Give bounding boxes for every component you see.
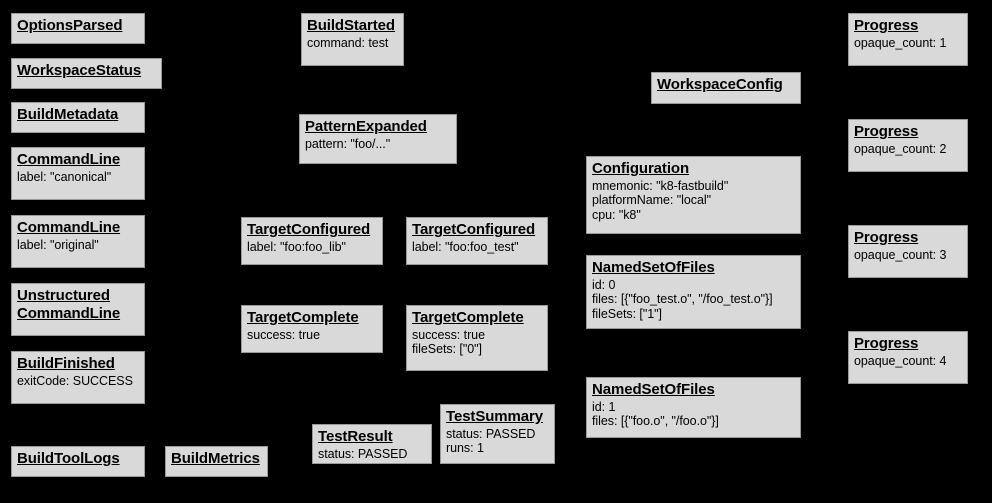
node-field: label: "canonical": [17, 169, 112, 184]
node-fields: exitCode: SUCCESS: [17, 374, 139, 389]
node-title: Configuration: [592, 160, 690, 177]
node-field: files: [{"foo.o", "/foo.o"}]: [592, 414, 719, 429]
node-field: platformName: "local": [592, 193, 711, 208]
node-title: PatternExpanded: [305, 118, 427, 135]
graph-node-unstructured-command-line[interactable]: Unstructured CommandLine: [11, 283, 145, 336]
node-fields: status: PASSED: [318, 447, 426, 462]
node-title: BuildToolLogs: [17, 450, 120, 467]
node-field: id: 0: [592, 277, 616, 292]
node-fields: label: "canonical": [17, 170, 139, 185]
node-title: WorkspaceConfig: [657, 76, 783, 93]
graph-node-build-metrics[interactable]: BuildMetrics: [165, 446, 268, 477]
node-field: status: PASSED: [446, 426, 536, 441]
node-title: TestSummary: [446, 408, 543, 425]
node-fields: success: true: [247, 328, 377, 343]
node-title: BuildFinished: [17, 355, 115, 372]
node-field: command: test: [307, 35, 389, 50]
node-title: BuildStarted: [307, 17, 395, 34]
graph-node-build-metadata[interactable]: BuildMetadata: [11, 102, 145, 133]
graph-node-workspace-status[interactable]: WorkspaceStatus: [11, 58, 162, 89]
node-title: WorkspaceStatus: [17, 62, 142, 79]
node-fields: pattern: "foo/...": [305, 137, 451, 152]
node-title: Progress: [854, 335, 919, 352]
node-fields: mnemonic: "k8-fastbuild"platformName: "l…: [592, 179, 795, 223]
node-fields: label: "original": [17, 238, 139, 253]
node-fields: opaque_count: 3: [854, 248, 962, 263]
node-field: label: "foo:foo_lib": [247, 239, 346, 254]
node-title: TargetComplete: [247, 309, 359, 326]
node-field: opaque_count: 4: [854, 353, 947, 368]
node-title: TargetConfigured: [247, 221, 371, 238]
node-title: Unstructured CommandLine: [17, 287, 121, 322]
node-fields: label: "foo:foo_lib": [247, 240, 377, 255]
node-title: Progress: [854, 123, 919, 140]
node-field: files: [{"foo_test.o", "/foo_test.o"}]: [592, 292, 773, 307]
node-field: success: true: [412, 327, 485, 342]
graph-node-workspace-config[interactable]: WorkspaceConfig: [651, 72, 801, 104]
node-field: mnemonic: "k8-fastbuild": [592, 178, 729, 193]
node-fields: opaque_count: 1: [854, 36, 962, 51]
node-field: opaque_count: 3: [854, 247, 947, 262]
node-field: status: PASSED: [318, 446, 408, 461]
node-field: id: 1: [592, 399, 616, 414]
node-fields: opaque_count: 2: [854, 142, 962, 157]
graph-node-build-tool-logs[interactable]: BuildToolLogs: [11, 446, 145, 477]
node-field: exitCode: SUCCESS: [17, 373, 133, 388]
node-title: TargetConfigured: [412, 221, 536, 238]
node-title: CommandLine: [17, 219, 121, 236]
node-field: pattern: "foo/...": [305, 136, 391, 151]
node-title: NamedSetOfFiles: [592, 259, 715, 276]
node-title: Progress: [854, 17, 919, 34]
node-field: opaque_count: 2: [854, 141, 947, 156]
node-field: success: true: [247, 327, 320, 342]
node-fields: opaque_count: 4: [854, 354, 962, 369]
node-title: TestResult: [318, 428, 393, 445]
node-field: runs: 1: [446, 441, 484, 456]
node-field: cpu: "k8": [592, 208, 641, 223]
node-title: BuildMetrics: [171, 450, 260, 467]
node-title: TargetComplete: [412, 309, 524, 326]
node-field: opaque_count: 1: [854, 35, 947, 50]
node-field: label: "foo:foo_test": [412, 239, 519, 254]
graph-node-options-parsed[interactable]: OptionsParsed: [11, 13, 145, 44]
node-fields: label: "foo:foo_test": [412, 240, 542, 255]
node-title: NamedSetOfFiles: [592, 381, 715, 398]
node-field: label: "original": [17, 237, 99, 252]
node-fields: command: test: [307, 36, 398, 51]
node-title: BuildMetadata: [17, 106, 119, 123]
node-title: CommandLine: [17, 151, 121, 168]
node-field: fileSets: ["1"]: [592, 307, 662, 322]
node-title: OptionsParsed: [17, 17, 123, 34]
node-field: fileSets: ["0"]: [412, 342, 482, 357]
node-title: Progress: [854, 229, 919, 246]
